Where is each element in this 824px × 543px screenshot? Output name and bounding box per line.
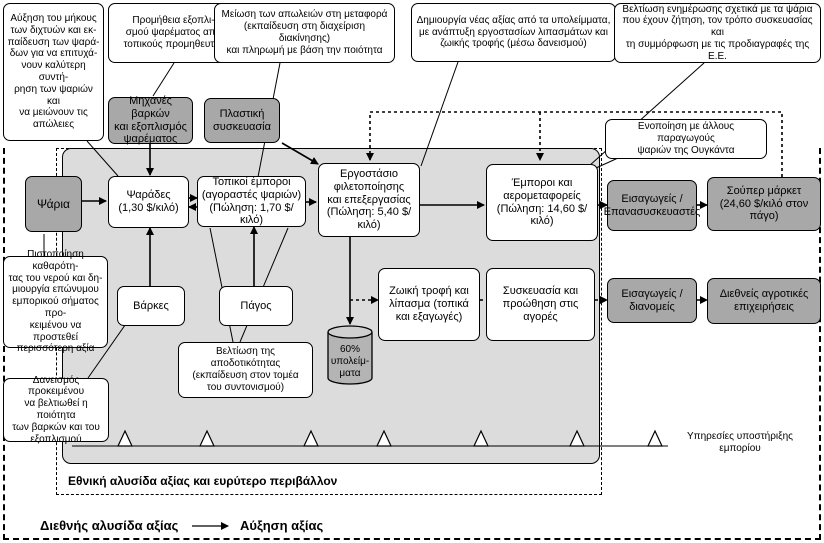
support-triangle	[473, 429, 489, 447]
label-national-chain: Εθνική αλυσίδα αξίας και ευρύτερο περιβά…	[68, 474, 338, 488]
waste-cylinder	[327, 325, 373, 385]
support-triangle	[376, 429, 392, 447]
pointer-nets	[86, 140, 119, 177]
node-packaging-promotion: Συσκευασία και προώθηση στις αγορές	[486, 268, 595, 341]
node-supermarket: Σούπερ μάρκετ (24,60 $/κιλό στον πάγο)	[707, 177, 821, 231]
label-value-growth: Αύξηση αξίας	[240, 518, 324, 533]
callout-water-certification: Πιστοποίηση καθαρότη- τας του νερού και …	[3, 249, 108, 354]
node-plastic-packaging: Πλαστική συσκευασία	[204, 98, 280, 143]
support-triangle	[647, 429, 663, 447]
node-local-traders: Τοπικοί έμποροι (αγοραστές ψαριών) (Πώλη…	[197, 176, 306, 227]
feedback-info-to-factory	[366, 111, 783, 177]
support-triangle	[117, 429, 133, 447]
node-intl-markets: Διεθνείς αγροτικές επιχειρήσεις	[707, 278, 821, 324]
node-fish: Ψάρια	[25, 176, 82, 232]
pointer-by-products	[420, 61, 459, 167]
node-boats: Βάρκες	[117, 286, 185, 326]
waste-label: 60% υπολείμ- ματα	[330, 344, 370, 379]
callout-efficiency: Βελτίωση της αποδοτικότητας (εκπαίδευση …	[178, 342, 313, 398]
label-support-services: Υπηρεσίες υποστήριξης εμπορίου	[687, 431, 793, 454]
callout-boat-loans: Δανεισμός προκειμένου να βελτιωθεί η ποι…	[3, 375, 109, 445]
node-importers-distributors: Εισαγωγείς / διανομείς	[607, 278, 697, 323]
support-triangle	[569, 429, 585, 447]
support-triangle	[303, 429, 319, 447]
support-triangle	[199, 429, 215, 447]
node-feed-fertilizer: Ζωική τροφή και λίπασμα (τοπικά και εξαγ…	[378, 268, 480, 341]
callout-by-products: Δημιουργία νέας αξίας από τα υπολείμματα…	[411, 3, 616, 62]
node-importers-repackagers: Εισαγωγείς / Επανασυσκευαστές	[604, 180, 700, 231]
node-boat-engines: Μηχανές βαρκών και εξοπλισμός ψαρέματος	[108, 95, 193, 145]
callout-transport-losses: Μείωση των απωλειών στη μεταφορά (εκπαίδ…	[214, 3, 395, 63]
callout-join-producers: Ενοποίηση με άλλους παραγωγούς ψαριών τη…	[605, 119, 767, 159]
label-intl-chain: Διεθνής αλυσίδα αξίας	[40, 518, 179, 533]
arrow-packaging-factory	[281, 142, 319, 165]
node-fishermen: Ψαράδες (1,30 $/κιλό)	[108, 176, 189, 228]
node-air-traders: Έμποροι και αερομεταφορείς (Πώληση: 14,6…	[486, 164, 598, 241]
callout-nets-training: Αύξηση του μήκους των διχτυών και εκ- πα…	[3, 3, 104, 141]
pointer-local-supply	[152, 62, 175, 97]
node-factory: Εργοστάσιο φιλετοποίησης και επεξεργασία…	[318, 163, 420, 237]
node-ice: Πάγος	[219, 286, 293, 326]
callout-info-demand: Βελτίωση ενημέρωσης σχετικά με τα ψάρια …	[614, 3, 821, 63]
pointer-boat-loans	[87, 317, 131, 379]
